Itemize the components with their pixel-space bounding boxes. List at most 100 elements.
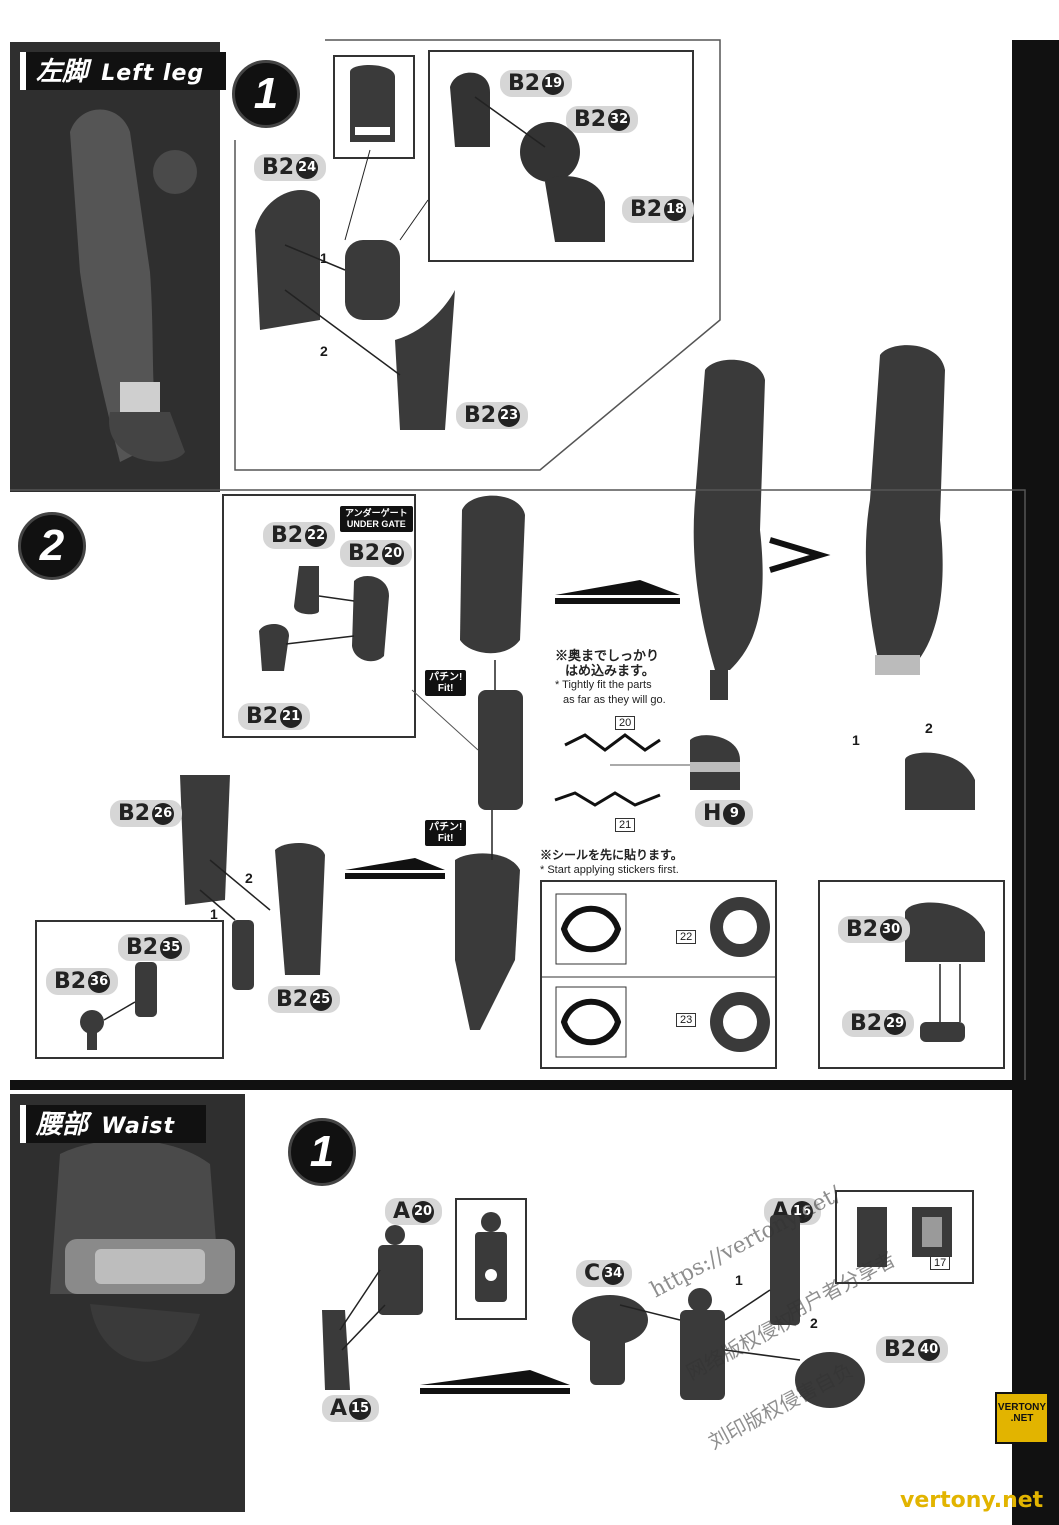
left-leg-step2-badge: 2 (18, 512, 86, 580)
part-number: 35 (160, 937, 183, 959)
order-marker-2: 2 (320, 343, 328, 359)
sticker-application-shapes (542, 893, 775, 1058)
part-id: B2 (348, 541, 381, 566)
foot-order-1: 1 (852, 732, 860, 748)
part-id: B2 (630, 197, 663, 222)
fit-jp: パチン! (429, 822, 463, 833)
part-number: 9 (723, 803, 746, 825)
logo-line1: VERTONY (997, 1402, 1047, 1413)
sticker-ref-21: 21 (615, 818, 636, 832)
section-divider (10, 1080, 1012, 1090)
waist-detail-box (455, 1198, 527, 1320)
part-id: B2 (508, 71, 541, 96)
part-number: 24 (296, 157, 319, 179)
fit-tag-lower: パチン!Fit! (425, 820, 467, 846)
part-id: B2 (271, 523, 304, 548)
part-id: H (703, 801, 722, 826)
part-id: B2 (54, 969, 87, 994)
waist-header-jp: 腰部 (36, 1110, 89, 1140)
step1-detail-box-a (333, 55, 415, 159)
waist-sticker-box (835, 1190, 974, 1284)
waist-order-1: 1 (735, 1272, 743, 1288)
part-number: 30 (880, 919, 903, 941)
leg-silhouette-illustration (10, 42, 220, 492)
foot-parts-box (818, 880, 1005, 1069)
part-id: B2 (574, 107, 607, 132)
part-id: A (330, 1396, 348, 1421)
part-number: 20 (412, 1201, 435, 1223)
step2-parts-box (222, 494, 416, 738)
part-number: 21 (280, 706, 303, 728)
part-id: B2 (464, 403, 497, 428)
part-number: 23 (498, 405, 521, 427)
fit-note-jp-2: はめ込みます。 (565, 663, 655, 678)
foot-part-shapes (905, 902, 985, 1042)
sticker-note-jp: ※シールを先に貼ります。 (540, 848, 683, 862)
left-leg-step1-badge: 1 (232, 60, 300, 128)
waist-order-2: 2 (810, 1315, 818, 1331)
part-id: B2 (262, 155, 295, 180)
waist-silhouette-illustration (10, 1094, 245, 1512)
under-gate-jp: アンダーゲート (345, 508, 408, 518)
part-number: 32 (608, 109, 631, 131)
fit-note-en-2: as far as they will go. (563, 694, 666, 706)
left-leg-header-en: Left leg (101, 61, 205, 86)
part-number: 19 (542, 73, 565, 95)
sticker-application-box (540, 880, 777, 1069)
waist-reference-panel (10, 1094, 245, 1512)
vertony-logo: VERTONY .NET (995, 1392, 1049, 1444)
part-number: 26 (152, 803, 175, 825)
fit-jp: パチン! (429, 672, 463, 683)
waist-sticker-shapes (857, 1207, 952, 1267)
part-id: B2 (126, 935, 159, 960)
part-id: B2 (884, 1337, 917, 1362)
part-number: 29 (884, 1013, 907, 1035)
sticker-ref-17: 17 (930, 1256, 951, 1270)
part-id: B2 (850, 1011, 883, 1036)
part-number: 18 (664, 199, 687, 221)
fit-en: Fit! (437, 683, 454, 694)
part-number: 20 (382, 543, 405, 565)
part-number: 25 (310, 989, 333, 1011)
sticker-ref-20: 20 (615, 716, 636, 730)
order-marker-1: 1 (320, 250, 328, 266)
foot-order-2: 2 (925, 720, 933, 736)
step2-order-1: 1 (210, 906, 218, 922)
part-id: B2 (118, 801, 151, 826)
part-number: 34 (602, 1263, 625, 1285)
part-number: 40 (918, 1339, 941, 1361)
part-number: 36 (88, 971, 111, 993)
waist-header-en: Waist (101, 1114, 176, 1139)
under-gate-en: UNDER GATE (346, 519, 406, 529)
part-detail-shapes-b (450, 72, 605, 242)
waist-step1-badge: 1 (288, 1118, 356, 1186)
left-leg-header: 左脚 Left leg (20, 52, 226, 90)
footer-site-mark: vertony.net (900, 1488, 1044, 1513)
fit-note: ※奥までしっかり はめ込みます。 * Tightly fit the parts… (555, 648, 695, 708)
page-edge-bar (1012, 40, 1059, 1525)
sticker-note: ※シールを先に貼ります。 * Start applying stickers f… (540, 848, 740, 878)
part-id: B2 (846, 917, 879, 942)
